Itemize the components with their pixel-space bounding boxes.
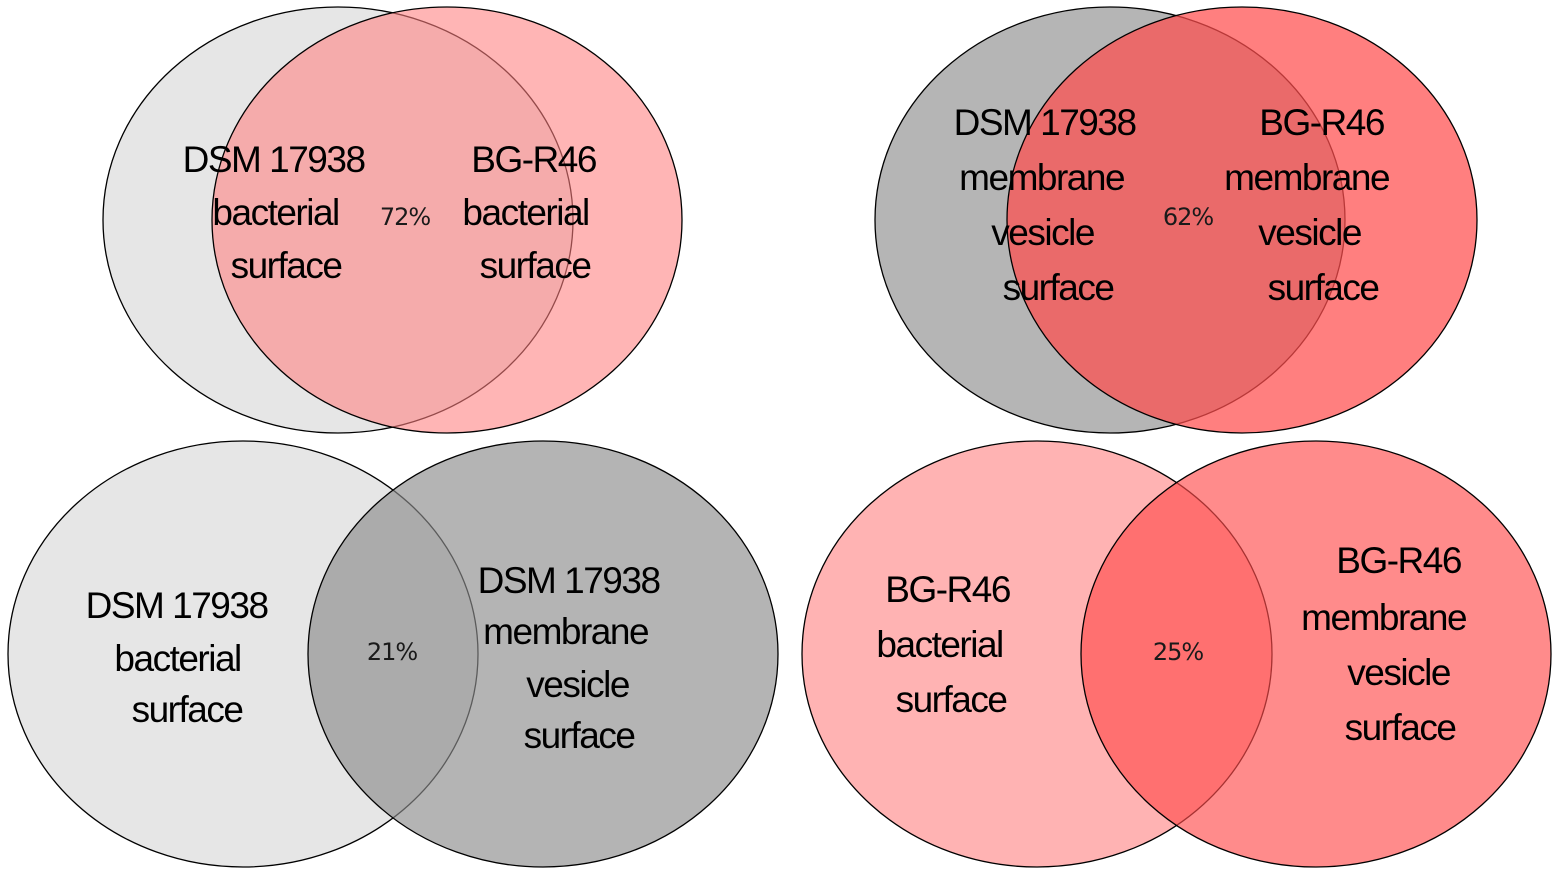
- venn-diagram-1: DSM 17938 bacterial surface BG-R46 bacte…: [102, 6, 683, 434]
- set-b-label: DSM 17938 membrane vesicle surface: [478, 560, 669, 756]
- overlap-percentage: 21%: [367, 638, 418, 666]
- set-b-ellipse: [1006, 6, 1478, 434]
- set-b-ellipse: [1080, 440, 1552, 868]
- venn-diagram-2: DSM 17938 membrane vesicle surface BG-R4…: [874, 6, 1478, 434]
- overlap-percentage: 62%: [1163, 203, 1214, 231]
- set-a-label: BG-R46 bacterial surface: [876, 569, 1018, 720]
- venn-diagram-4: BG-R46 bacterial surface BG-R46 membrane…: [801, 440, 1552, 868]
- overlap-percentage: 72%: [380, 203, 431, 231]
- venn-diagram-3: DSM 17938 bacterial surface DSM 17938 me…: [7, 440, 779, 868]
- overlap-percentage: 25%: [1153, 638, 1204, 666]
- set-a-label: DSM 17938 membrane vesicle surface: [954, 102, 1145, 308]
- set-b-label: BG-R46 bacterial surface: [462, 139, 604, 286]
- set-b-label: BG-R46 membrane vesicle surface: [1224, 102, 1398, 308]
- set-a-label: DSM 17938 bacterial surface: [183, 139, 374, 286]
- set-b-ellipse: [211, 6, 683, 434]
- set-a-label: DSM 17938 bacterial surface: [86, 585, 277, 730]
- set-b-label: BG-R46 membrane vesicle surface: [1301, 540, 1475, 748]
- set-b-ellipse: [307, 440, 779, 868]
